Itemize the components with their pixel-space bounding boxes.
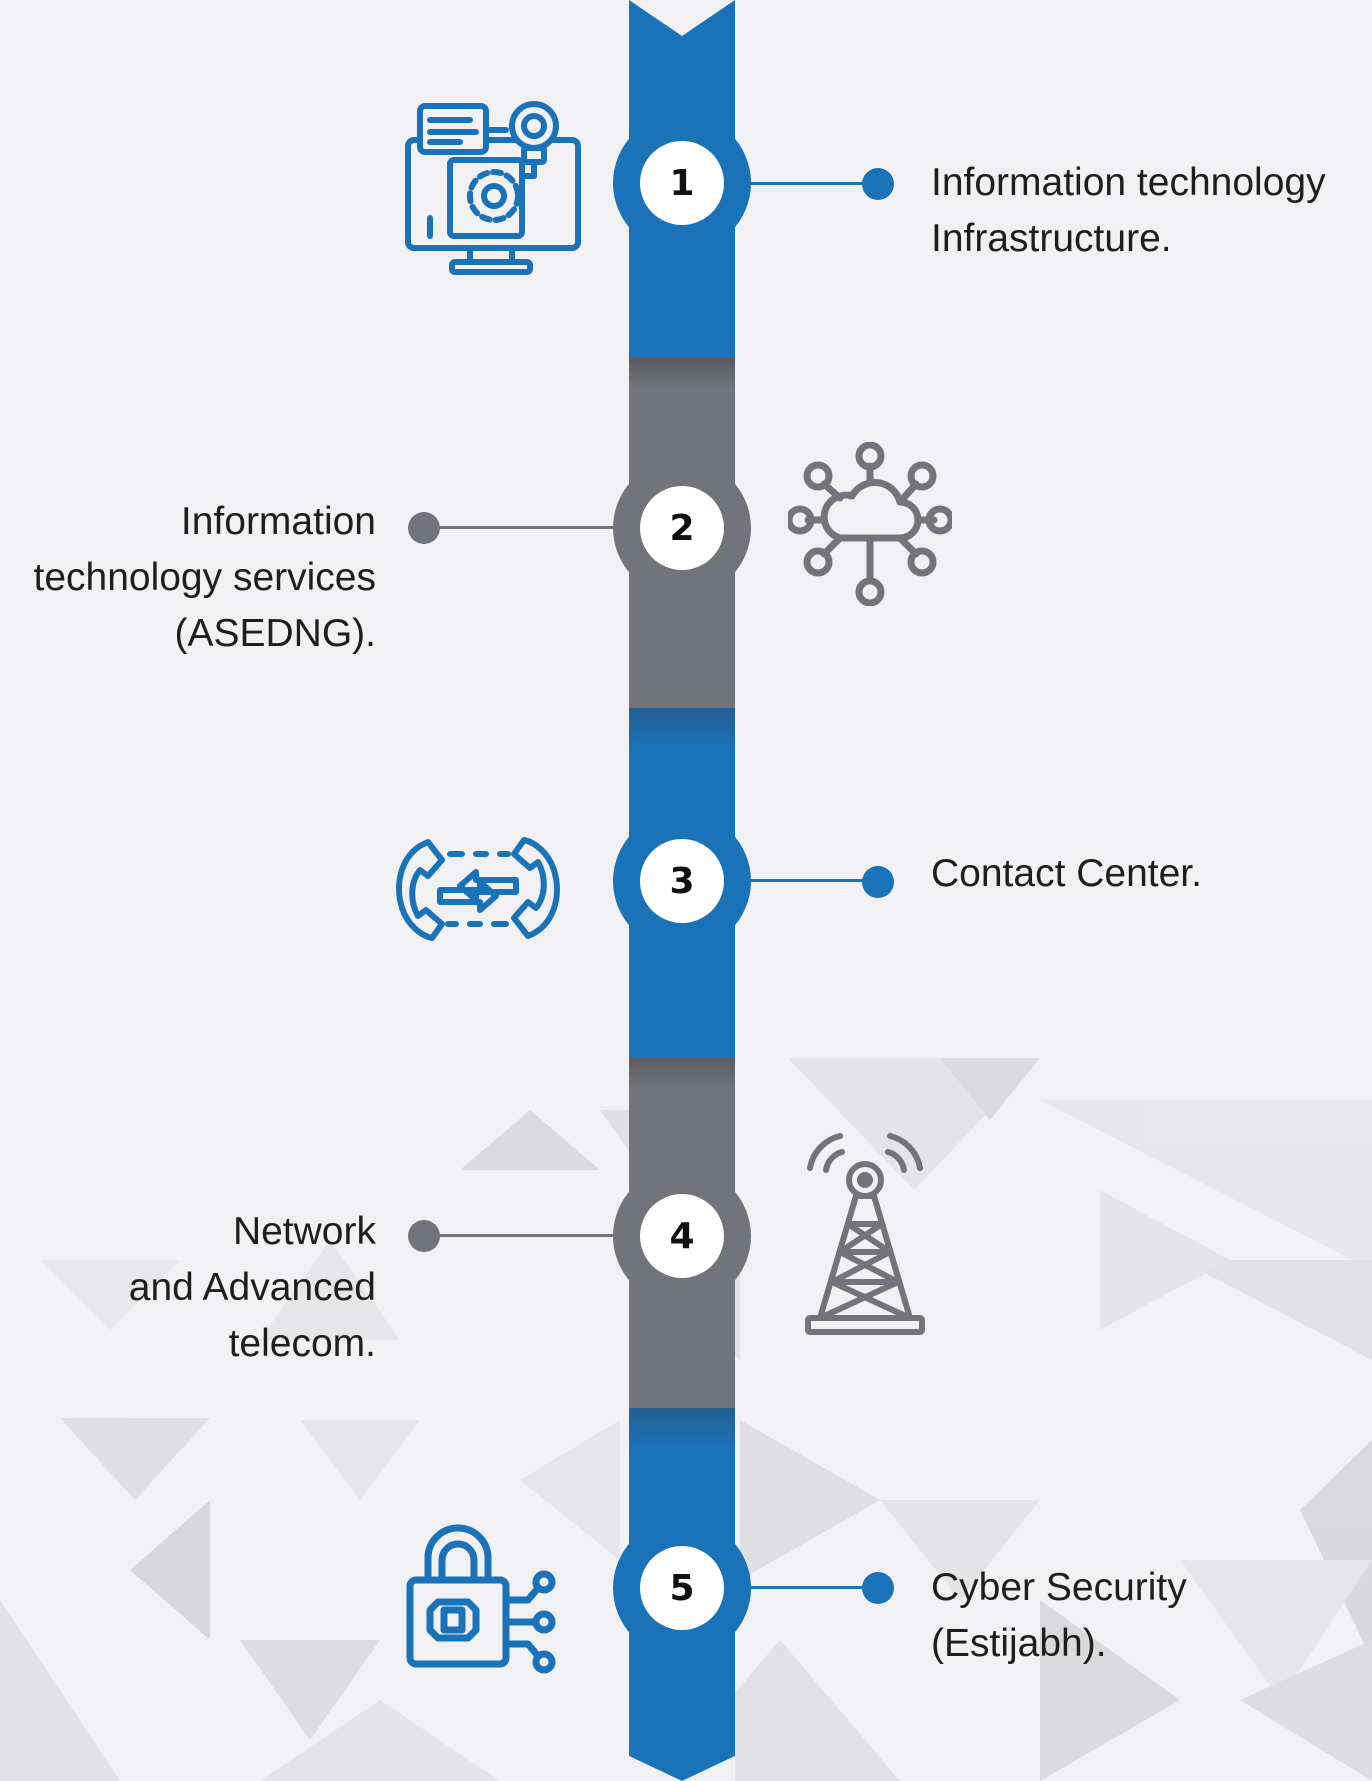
step-4-connector	[424, 1234, 619, 1237]
step-4-dot	[408, 1220, 440, 1252]
step-1-number: 1	[640, 141, 724, 225]
step-4-label: Network and Advanced telecom.	[128, 1210, 376, 1365]
step-5-node: 5	[613, 1519, 751, 1657]
step-5-connector	[745, 1586, 878, 1589]
step-1-node: 1	[613, 114, 751, 252]
step-1-connector	[745, 182, 878, 185]
step-5-dot	[862, 1572, 894, 1604]
step-3-number: 3	[640, 839, 724, 923]
step-5-label: Cyber Security (Estijabh).	[931, 1566, 1187, 1665]
step-2-dot	[408, 512, 440, 544]
step-3-label: Contact Center.	[931, 852, 1202, 895]
step-5-number: 5	[640, 1546, 724, 1630]
step-3-connector	[745, 879, 878, 882]
step-4-number: 4	[640, 1194, 724, 1278]
digital-lock-icon	[406, 1524, 556, 1674]
band-bottom-arrow	[629, 1750, 735, 1781]
signal-tower-icon	[805, 1133, 925, 1335]
step-4-node: 4	[613, 1167, 751, 1305]
step-2-node: 2	[613, 459, 751, 597]
step-1-dot	[862, 168, 894, 200]
step-1-label: Information technology Infrastructure.	[931, 161, 1326, 260]
band-top-notch	[629, 0, 735, 36]
step-2-connector	[424, 526, 619, 529]
step-3-dot	[862, 866, 894, 898]
step-2-label: Information technology services (ASEDNG)…	[33, 500, 376, 655]
step-3-node: 3	[613, 812, 751, 950]
step-2-number: 2	[640, 486, 724, 570]
phone-exchange-icon	[396, 837, 560, 941]
cloud-network-icon	[788, 442, 952, 606]
computer-gear-idea-icon	[405, 101, 581, 275]
